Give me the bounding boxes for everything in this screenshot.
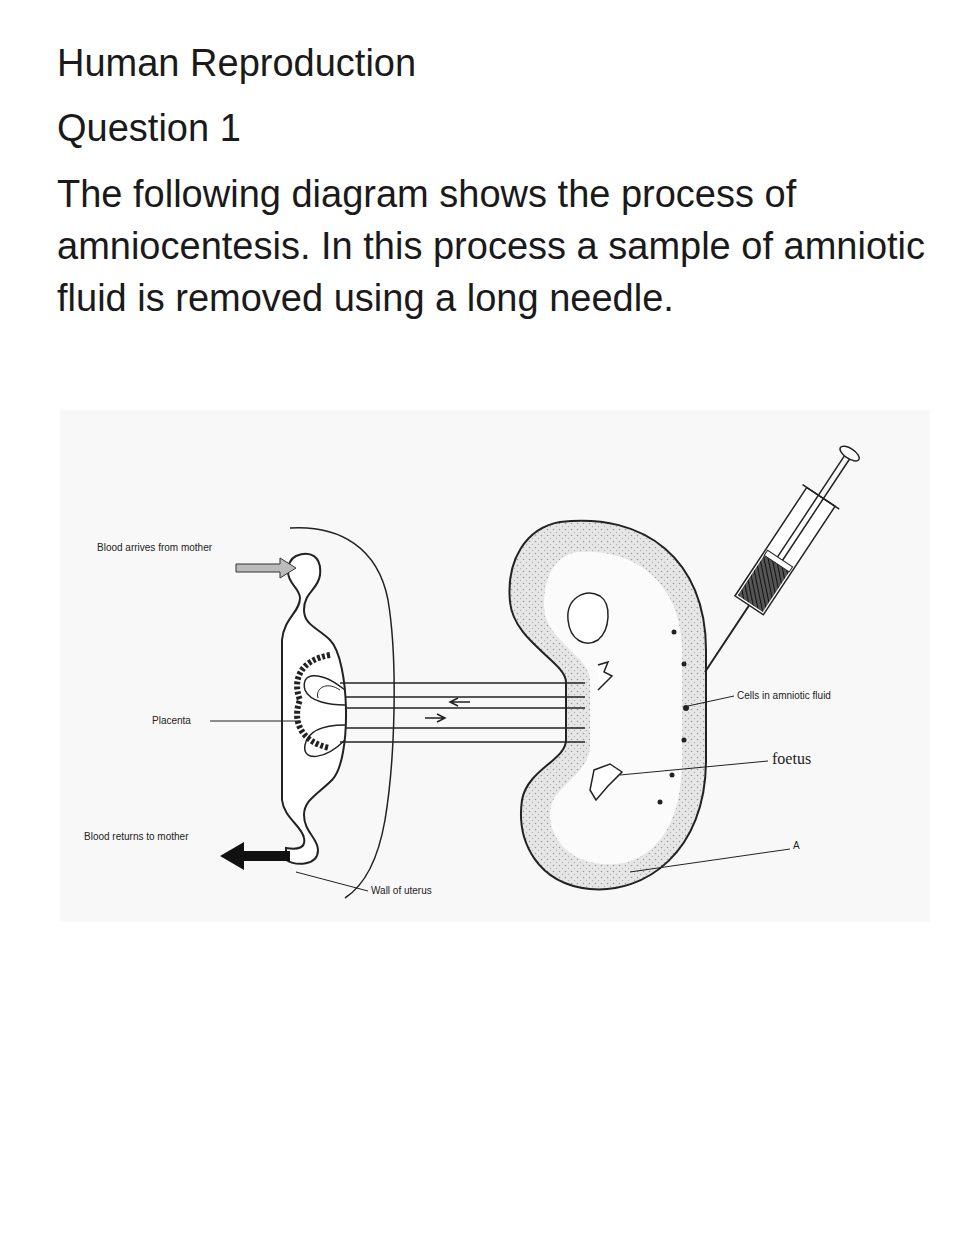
blood-out-arrow: [220, 842, 290, 870]
part-label: Placenta: [152, 714, 208, 727]
leader-lines: [210, 696, 790, 891]
part-label: Wall of uterus: [371, 884, 471, 897]
villus-loop: [304, 676, 345, 705]
page-heading: Human Reproduction: [57, 38, 416, 88]
villus-loop: [305, 725, 345, 756]
flow-arrow: [425, 714, 445, 722]
amniotic-sac: [509, 521, 706, 890]
figure-ground: [60, 410, 930, 922]
callout-letter: A: [793, 839, 813, 852]
question-text: The following diagram shows the process …: [57, 168, 952, 324]
blood-in-arrow: [236, 558, 296, 578]
part-label: Blood returns to mother: [84, 830, 194, 843]
syringe: [687, 437, 871, 684]
flow-arrow: [450, 698, 470, 706]
part-label: Blood arrives from mother: [97, 541, 225, 554]
part-label: foetus: [772, 750, 852, 768]
part-label: Cells in amniotic fluid: [737, 689, 897, 702]
umbilical-cord: [340, 683, 585, 742]
villus-loop: [317, 686, 340, 698]
amniotic-cells: [658, 630, 690, 805]
foetus-figure: [568, 593, 622, 800]
placenta-tissue: [282, 554, 346, 864]
question-number: Question 1: [57, 103, 937, 153]
placenta-villi: [297, 655, 330, 748]
